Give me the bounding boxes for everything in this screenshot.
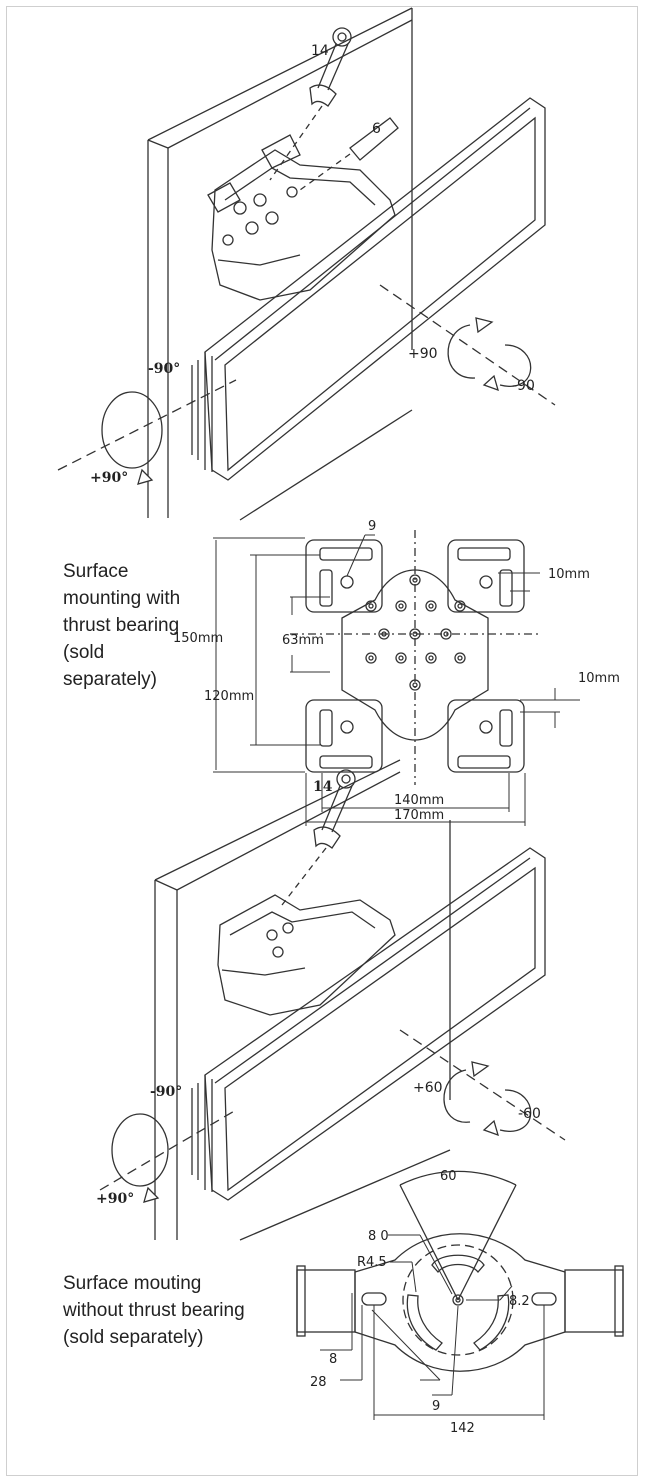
page-frame: [6, 6, 638, 1476]
tools-1: [269, 27, 399, 191]
rotation-neg-right-1: -90: [512, 378, 535, 394]
width-outer-dim: 170mm: [394, 808, 444, 823]
caption-without-thrust-bearing: Surface mouting without thrust bearing (…: [63, 1273, 245, 1348]
wall-panel-1: [147, 7, 413, 521]
light-fixture-1: [191, 97, 546, 481]
hole-dia-1: 9: [368, 519, 376, 534]
tools-2: [281, 769, 356, 906]
dimensions-plate-1: [213, 534, 580, 826]
mounting-bracket-2: [217, 894, 396, 1016]
mounting-bracket-1: [207, 134, 396, 301]
rotation-neg-left-2: -90°: [150, 1084, 182, 1100]
mounting-plate-2: [296, 1170, 624, 1372]
rotation-arrows-2: [99, 1029, 566, 1203]
hole-dim-2: 9: [432, 1399, 440, 1414]
width-inner-dim: 140mm: [394, 793, 444, 808]
offset-dim-2: 8: [329, 1352, 337, 1367]
height-outer-dim: 150mm: [173, 631, 223, 646]
light-fixture-2: [191, 847, 546, 1201]
slot-top-dim: 10mm: [548, 567, 590, 582]
caption-with-thrust-bearing: Surface mounting with thrust bearing (so…: [63, 561, 181, 690]
rotation-pos-left-1: +90°: [90, 470, 128, 486]
edge-dim-2: 28: [310, 1375, 327, 1390]
radius-dim-2: R4.5: [357, 1255, 387, 1270]
hex-key-size-1: 6: [372, 121, 381, 137]
arc-dim-2: 8 0: [368, 1229, 389, 1244]
dimensions-plate-2: [320, 1234, 545, 1420]
height-inner-dim: 120mm: [204, 689, 254, 704]
rotation-pos-right-2: +60: [413, 1080, 443, 1096]
rotation-neg-left-1: -90°: [148, 361, 180, 377]
rotation-pos-left-2: +90°: [96, 1191, 134, 1207]
angle-dim-2: 60: [440, 1169, 457, 1184]
slot-width-dim-2: 8.2: [509, 1294, 530, 1309]
mounting-plate-1: [290, 530, 540, 785]
center-dim: 63mm: [282, 633, 324, 648]
rotation-arrows-1: [57, 284, 556, 485]
wall-panel-2: [154, 759, 451, 1241]
wrench-size-2: 14: [313, 779, 333, 795]
slot-bottom-dim: 10mm: [578, 671, 620, 686]
rotation-pos-right-1: +90: [408, 346, 438, 362]
wrench-size-1: 14: [311, 43, 329, 59]
rotation-neg-right-2: -60: [518, 1106, 541, 1122]
span-dim-2: 142: [450, 1421, 475, 1436]
